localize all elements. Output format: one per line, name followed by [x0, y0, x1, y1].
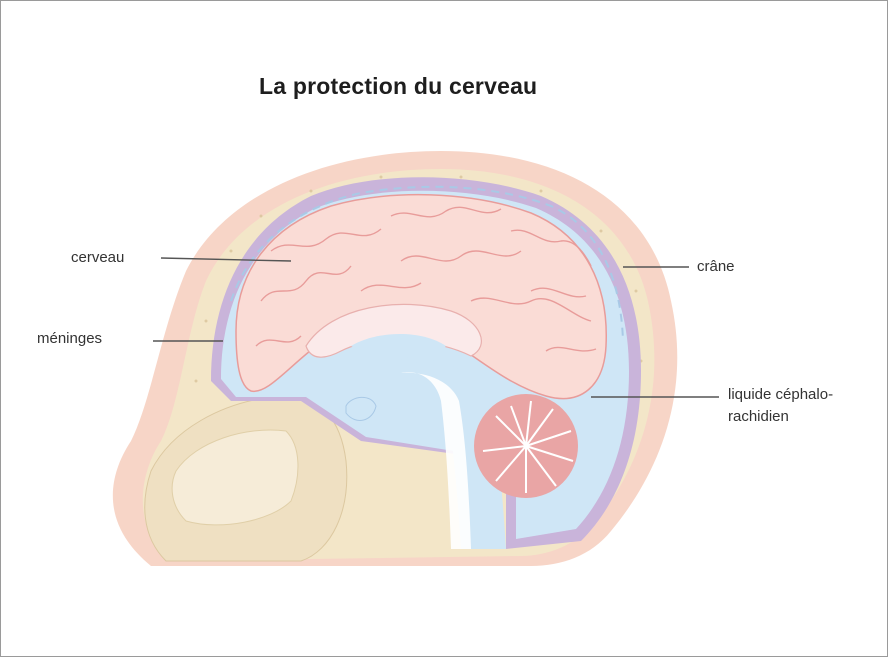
label-meninges: méninges: [37, 328, 102, 349]
diagram-title: La protection du cerveau: [259, 73, 537, 100]
label-cerveau: cerveau: [71, 247, 124, 268]
label-liquide-cephalo-rachidien-line2: rachidien: [728, 406, 789, 427]
label-liquide-cephalo-rachidien-line1: liquide céphalo-: [728, 384, 833, 405]
label-crane: crâne: [697, 256, 735, 277]
